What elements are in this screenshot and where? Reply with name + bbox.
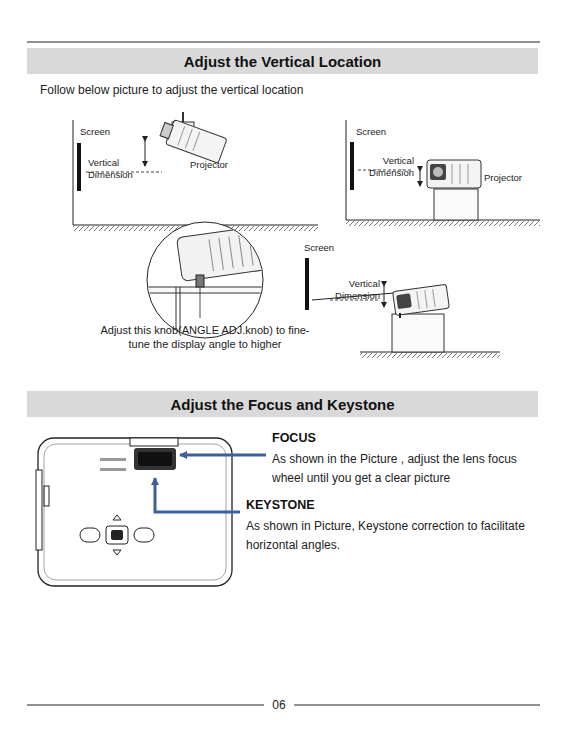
callout-title: KEYSTONE (246, 498, 366, 514)
part-name: Projector (484, 172, 544, 184)
dimension-label: Vertical Dimension (88, 157, 144, 181)
part-name: Projector (190, 159, 250, 171)
section-title: Adjust the Focus and Keystone (170, 396, 394, 413)
callout-text: As shown in Picture, Keystone correction… (246, 517, 546, 555)
page-number: 06 (264, 698, 294, 713)
section-band: Adjust the Focus and Keystone (27, 391, 538, 417)
part-name: Screen (304, 242, 364, 254)
intro-note: Follow below picture to adjust the verti… (40, 83, 440, 98)
instruction-note: Adjust this knob(ANGLE ADJ.knob) to fine… (90, 324, 320, 352)
part-name: Screen (356, 126, 416, 138)
callout-title: FOCUS (272, 431, 392, 447)
dimension-label: Vertical Dimension (356, 155, 414, 179)
callout-text: As shown in the Picture , adjust the len… (272, 450, 542, 488)
section-title: Adjust the Vertical Location (184, 53, 382, 70)
section-band: Adjust the Vertical Location (27, 48, 538, 74)
dimension-label: Vertical Dimension (322, 278, 380, 302)
part-name: Screen (80, 126, 140, 138)
